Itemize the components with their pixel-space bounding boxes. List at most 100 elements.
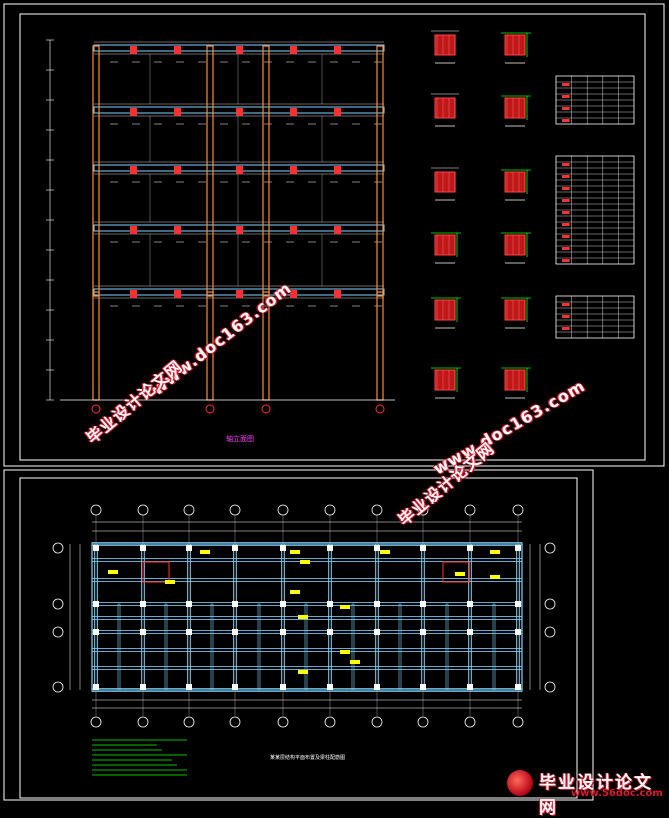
plan-annotation [200,550,210,554]
upper-sheet-inner-border [19,13,646,461]
column-section [434,369,456,391]
table-beam-rebar-rebar-cell [562,175,570,178]
column-section [434,34,456,56]
elevation-axis-bubble [375,404,385,414]
plan-axis-bubble-left [52,626,64,638]
plan-axis-bubble-top [277,504,289,516]
plan-annotation [455,572,465,576]
plan-axis-bubble-bottom [229,716,241,728]
elevation-joint-rebar [236,290,243,298]
plan-axis-bubble-right [544,681,556,693]
plan-annotation [340,650,350,654]
plan-beam-secondary [492,603,496,691]
table-beam-rebar-rebar-cell [562,163,570,166]
plan-beam-secondary [351,603,355,691]
plan-column [327,545,333,551]
table-beam-rebar-rebar-cell [562,199,570,202]
elevation-joint-rebar [290,108,297,116]
elevation-joint-rebar [174,166,181,174]
elevation-joint-rebar [130,108,137,116]
column-section [504,234,526,256]
table-section-rebar-rebar-cell [562,303,570,306]
plan-axis-bubble-right [544,626,556,638]
plan-beam-secondary [257,603,261,691]
plan-annotation [340,605,350,609]
plan-column [327,684,333,690]
plan-annotation [490,575,500,579]
elevation-joint-rebar [236,226,243,234]
plan-column [420,629,426,635]
plan-axis-bubble-bottom [183,716,195,728]
upper-sheet-border [3,3,665,467]
plan-column [186,684,192,690]
elevation-column [376,45,384,297]
plan-axis-bubble-right [544,542,556,554]
elevation-joint-rebar [334,166,341,174]
plan-column [93,545,99,551]
table-column-rebar-rebar-cell [562,95,570,98]
elevation-joint-rebar [174,108,181,116]
plan-annotation [380,550,390,554]
plan-beam-secondary [164,603,168,691]
table-beam-rebar-rebar-cell [562,259,570,262]
column-section [434,299,456,321]
elevation-joint-rebar [334,290,341,298]
elevation-joint-rebar [130,290,137,298]
plan-axis-bubble-bottom [371,716,383,728]
plan-column [186,545,192,551]
plan-column [515,601,521,607]
plan-axis-bubble-bottom [417,716,429,728]
column-section [504,299,526,321]
table-beam-rebar-rebar-cell [562,211,570,214]
column-section [504,369,526,391]
frame-elevation [46,39,395,414]
plan-column [232,684,238,690]
elevation-column [92,45,100,297]
elevation-axis-bubble [91,404,101,414]
plan-axis-bubble-top [229,504,241,516]
plan-beam-horizontal [91,542,523,546]
plan-beam-secondary [445,603,449,691]
table-column-rebar-rebar-cell [562,119,570,122]
plan-column [140,684,146,690]
elevation-axis-bubble [205,404,215,414]
plan-axis-bubble-top [371,504,383,516]
table-section-rebar-rebar-cell [562,327,570,330]
elevation-joint-rebar [236,166,243,174]
elevation-joint-rebar [334,108,341,116]
plan-axis-bubble-top [464,504,476,516]
plan-column [467,545,473,551]
plan-column [232,629,238,635]
plan-axis-bubble-left [52,598,64,610]
elevation-joint-rebar [174,226,181,234]
elevation-joint-rebar [290,46,297,54]
column-section [434,171,456,193]
plan-annotation [165,580,175,584]
plan-column [374,545,380,551]
plan-column [467,629,473,635]
plan-column [280,684,286,690]
table-beam-rebar-rebar-cell [562,235,570,238]
plan-annotation [300,560,310,564]
plan-annotation [290,590,300,594]
column-section [504,34,526,56]
plan-annotation [298,615,308,619]
plan-column [140,601,146,607]
column-detail-sections [431,30,531,399]
elevation-column [262,45,270,297]
column-section [434,97,456,119]
plan-axis-bubble-top [183,504,195,516]
elevation-column [206,45,214,297]
plan-column [140,545,146,551]
plan-annotation [108,570,118,574]
elevation-joint-rebar [174,46,181,54]
plan-column [327,601,333,607]
plan-column [280,601,286,607]
logo-icon [507,770,533,796]
plan-axis-bubble-top [137,504,149,516]
plan-column [232,545,238,551]
plan-axis-bubble-bottom [277,716,289,728]
elevation-joint-rebar [334,226,341,234]
plan-axis-bubble-left [52,542,64,554]
elevation-joint-rebar [290,290,297,298]
